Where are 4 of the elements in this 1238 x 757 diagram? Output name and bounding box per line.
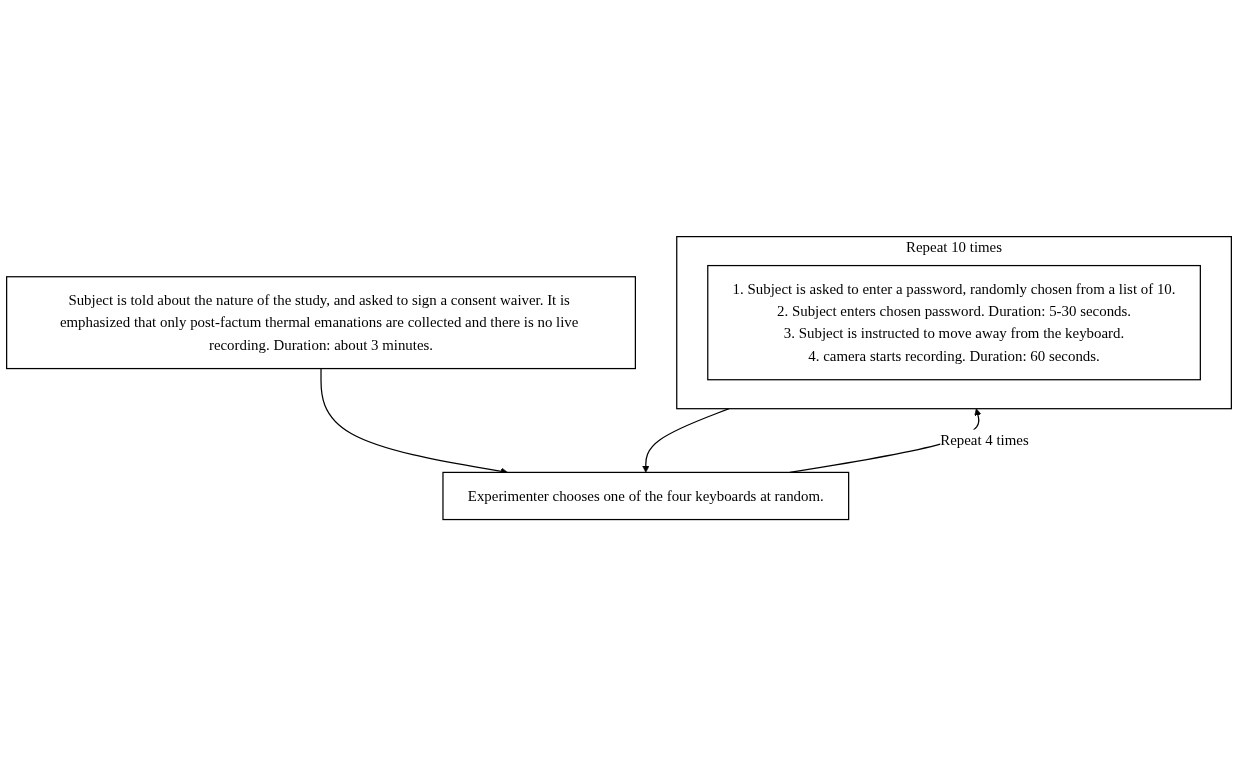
node-box: Subject is told about the nature of the study, and asked to sign a consent waiver. It is emphasized that only post-factum thermal emanations are collected and there is no live recording. Duration: about 3 minutes. [6,276,636,370]
node-box: 1. Subject is asked to enter a password, randomly chosen from a list of 10. 2. Subject enters chosen password. Duration: 5-30 seconds. 3. Subject is instructed to move away from the keyboard. 4. camera starts recording. Duration: 60 seconds. [707,265,1201,381]
node-box: Experimenter chooses one of the four keyboards at random. [442,472,850,521]
edge-label: Repeat 4 times [940,432,1029,449]
